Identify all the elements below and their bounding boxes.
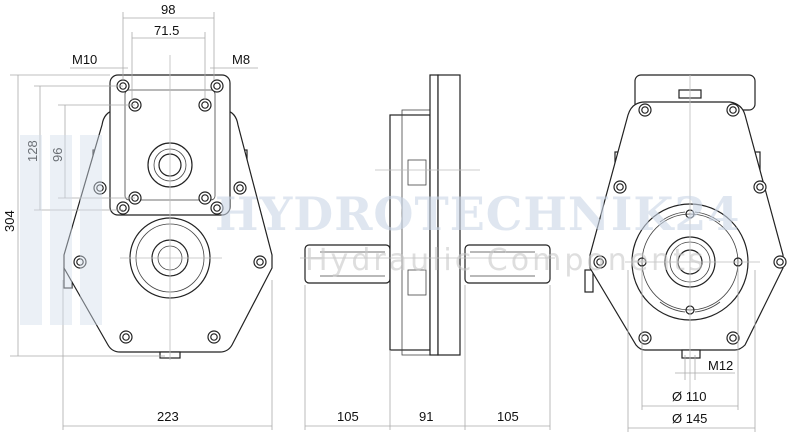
front-view	[63, 55, 273, 360]
dim-bolt-circle: Ø 110	[672, 389, 706, 404]
dim-left-thread: M10	[72, 52, 97, 67]
dim-shaft-left: 105	[337, 409, 359, 424]
dim-flange: Ø 145	[672, 411, 707, 426]
watermark-brand: HYDROTECHNIK24	[215, 187, 740, 241]
dimension-labels: 98 71.5 M10 M8 304 128 96 223 105 91 105…	[2, 2, 733, 426]
dim-inner-height: 96	[50, 148, 65, 162]
dim-shaft-right: 105	[497, 409, 519, 424]
side-view	[300, 74, 555, 356]
dim-plate-height: 128	[25, 140, 40, 162]
dim-top-inner: 71.5	[154, 23, 179, 38]
watermark: HYDROTECHNIK24 Hydraulic Components	[20, 135, 740, 325]
watermark-tagline: Hydraulic Components	[305, 243, 707, 278]
rear-view	[584, 74, 787, 400]
dim-body: 91	[419, 409, 433, 424]
dim-height: 304	[2, 210, 17, 232]
dimension-lines	[10, 12, 756, 432]
dim-thread: M12	[708, 358, 733, 373]
dim-right-thread: M8	[232, 52, 250, 67]
dim-width: 223	[157, 409, 179, 424]
dim-top-width: 98	[161, 2, 175, 17]
